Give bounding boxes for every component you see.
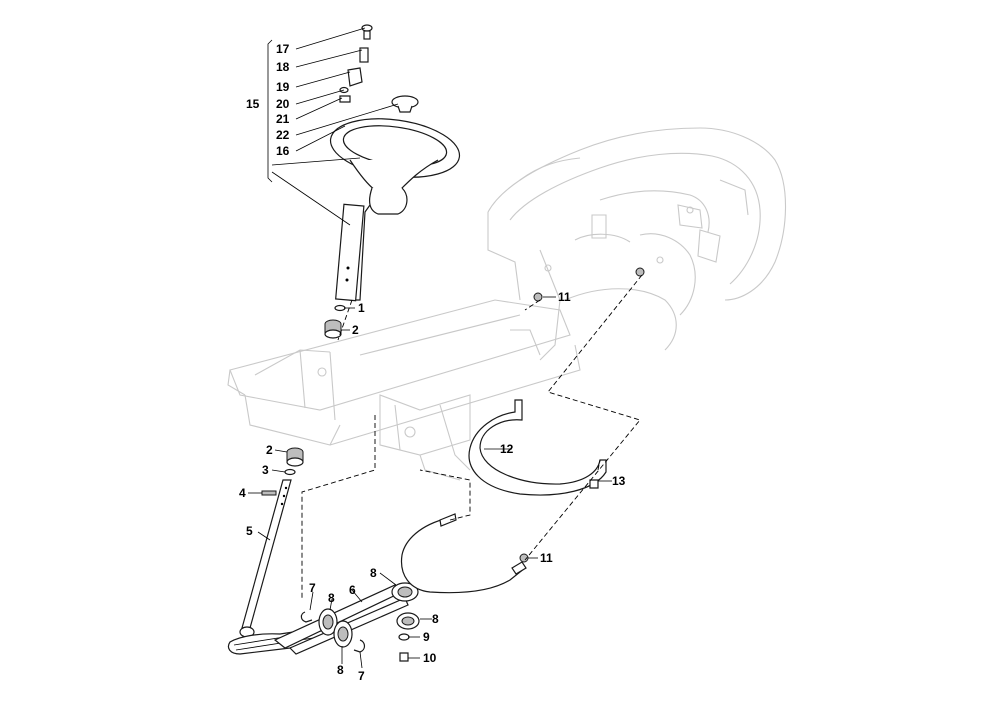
- leader-lines: [248, 27, 612, 669]
- callout-1: 1: [358, 301, 365, 315]
- callout-8-top: 8: [370, 566, 377, 580]
- callout-5: 5: [246, 524, 253, 538]
- callout-9: 9: [423, 630, 430, 644]
- callout-15: 15: [246, 97, 260, 111]
- callout-13: 13: [612, 474, 626, 488]
- callout-11-upper: 11: [558, 290, 571, 304]
- callout-22: 22: [276, 128, 290, 142]
- callout-20: 20: [276, 97, 290, 111]
- callout-8-left: 8: [328, 591, 335, 605]
- callout-7-left: 7: [309, 581, 316, 595]
- callout-10: 10: [423, 651, 437, 665]
- callout-21: 21: [276, 112, 290, 126]
- dashed-routing-lines: [301, 274, 643, 600]
- callout-16: 16: [276, 144, 290, 158]
- callout-4: 4: [239, 486, 246, 500]
- callout-labels: 17 18 19 15 20 21 22 16 1 2 11 2 3 4 5 1…: [239, 42, 626, 683]
- steering-wheel-assembly: [329, 24, 461, 302]
- callout-2-lower: 2: [266, 443, 273, 457]
- callout-19: 19: [276, 80, 290, 94]
- callout-7-bottom: 7: [358, 669, 365, 683]
- tractor-body-outline: [227, 127, 787, 481]
- callout-8-right: 8: [432, 612, 439, 626]
- callout-18: 18: [276, 60, 290, 74]
- callout-12: 12: [500, 442, 514, 456]
- callout-6: 6: [349, 583, 356, 597]
- callout-3: 3: [262, 463, 269, 477]
- callout-8-bottom: 8: [337, 663, 344, 677]
- callout-11-lower: 11: [540, 551, 553, 565]
- callout-2-upper: 2: [352, 323, 359, 337]
- lower-steering-parts: [227, 267, 645, 662]
- callout-17: 17: [276, 42, 290, 56]
